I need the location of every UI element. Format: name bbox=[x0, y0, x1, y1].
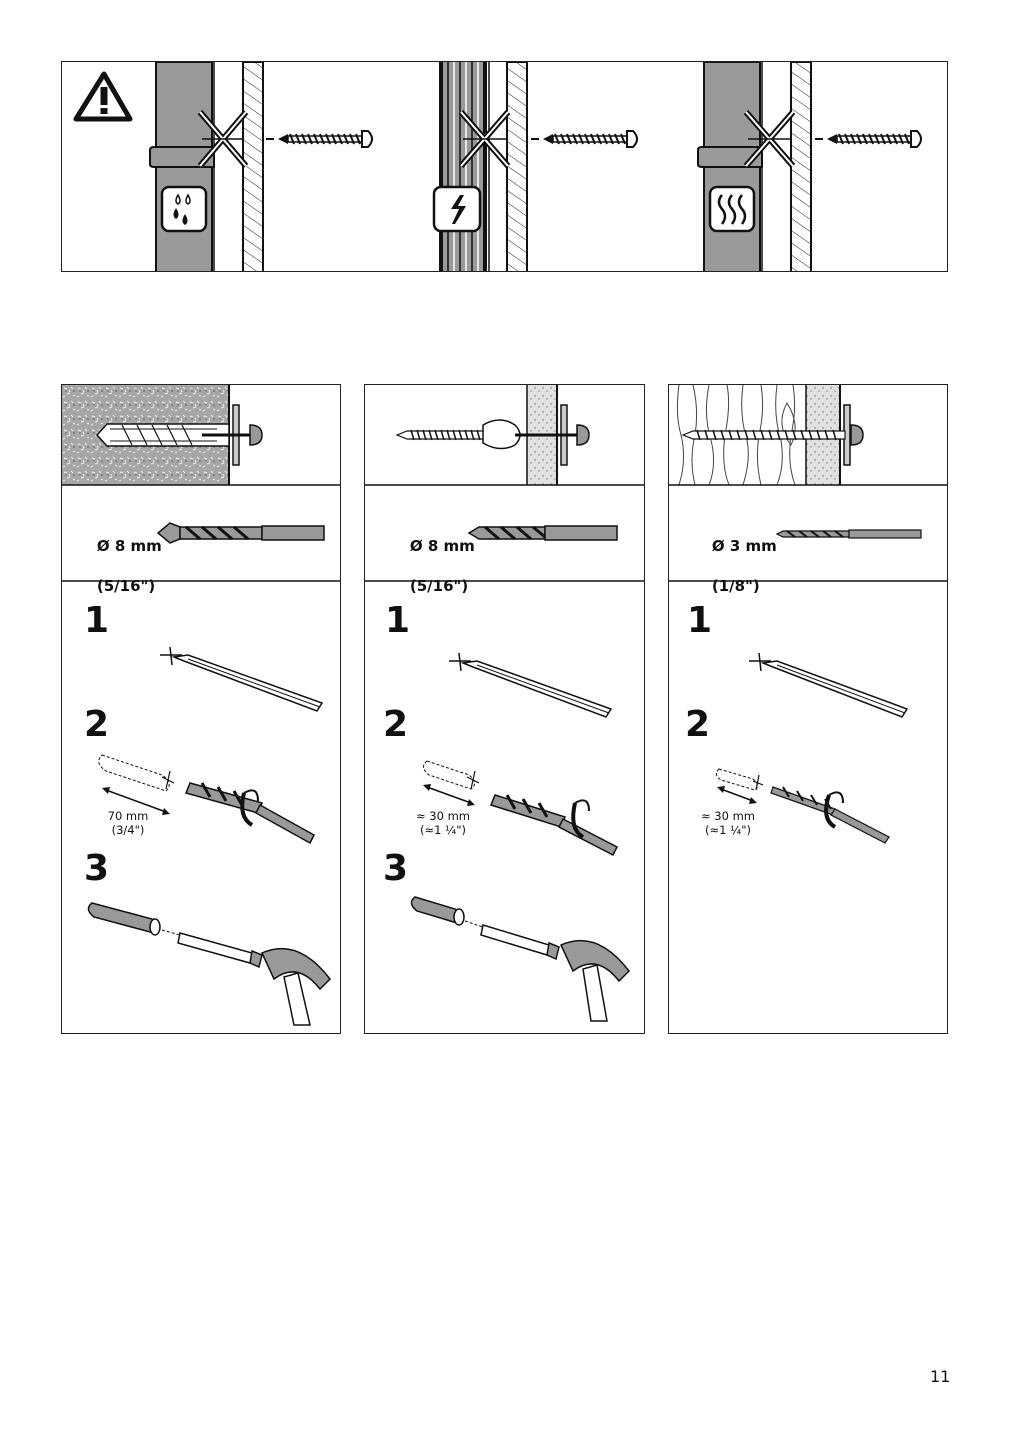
concrete-illustration bbox=[62, 385, 340, 1026]
drill-size-label: Ø 3 mm (1/8") bbox=[691, 516, 777, 616]
step-number-1: 1 bbox=[687, 600, 713, 641]
pencil-icon bbox=[160, 646, 324, 712]
warning-illustration bbox=[73, 62, 922, 271]
step-number-2: 2 bbox=[383, 704, 409, 745]
step-number-3: 3 bbox=[383, 848, 409, 889]
step-number-2: 2 bbox=[685, 704, 711, 745]
drilling-icon bbox=[423, 760, 619, 857]
step-number-2: 2 bbox=[84, 704, 110, 745]
heat-icon bbox=[708, 185, 756, 233]
drill-size-label: Ø 8 mm (5/16") bbox=[76, 516, 162, 616]
hammer-icon bbox=[410, 896, 630, 1022]
drill-depth-metric: ≈ 30 mm bbox=[701, 809, 755, 823]
water-drops-icon bbox=[160, 185, 208, 233]
hammer-icon bbox=[87, 902, 331, 1026]
drill-size-imperial: (1/8") bbox=[711, 577, 760, 595]
plasterboard-illustration bbox=[365, 385, 644, 1022]
water-pipe-section bbox=[149, 62, 373, 271]
electric-cable-section bbox=[432, 62, 638, 271]
drill-bit-icon bbox=[156, 522, 325, 544]
pencil-icon bbox=[749, 652, 909, 718]
screw-icon bbox=[827, 130, 922, 148]
drill-bit-icon bbox=[775, 529, 922, 539]
drill-depth-imperial: (≈1 ¼") bbox=[419, 823, 467, 837]
drill-depth-label: ≈ 30 mm (≈1 ¼") bbox=[683, 809, 773, 837]
step-number-1: 1 bbox=[84, 600, 110, 641]
drill-depth-metric: 70 mm bbox=[107, 809, 149, 823]
instruction-column-wood: Ø 3 mm (1/8") 1 2 ≈ 30 mm (≈1 ¼") bbox=[668, 384, 948, 1034]
drill-size-metric: Ø 8 mm bbox=[409, 537, 475, 555]
instruction-column-concrete: Ø 8 mm (5/16") 1 2 3 70 mm (3/4") bbox=[61, 384, 341, 1034]
drill-size-metric: Ø 8 mm bbox=[96, 537, 162, 555]
screw-icon bbox=[543, 130, 638, 148]
drill-depth-imperial: (≈1 ¼") bbox=[704, 823, 752, 837]
x-mark-icon bbox=[458, 110, 511, 168]
wall-plug-icon bbox=[95, 423, 263, 447]
wood-illustration bbox=[669, 385, 947, 844]
drilling-icon bbox=[98, 754, 315, 845]
step-number-3: 3 bbox=[84, 848, 110, 889]
page-number: 11 bbox=[930, 1367, 951, 1386]
drill-bit-icon bbox=[467, 525, 618, 541]
pencil-icon bbox=[449, 652, 613, 718]
warning-panel bbox=[61, 61, 948, 272]
electricity-icon bbox=[432, 185, 482, 233]
drill-size-label: Ø 8 mm (5/16") bbox=[389, 516, 475, 616]
instruction-column-plasterboard: Ø 8 mm (5/16") 1 2 3 ≈ 30 mm (≈1 ¼") bbox=[364, 384, 645, 1034]
screw-icon bbox=[278, 130, 373, 148]
heating-pipe-section bbox=[697, 62, 922, 271]
x-mark-icon bbox=[743, 110, 796, 168]
drilling-icon bbox=[715, 768, 890, 844]
screw-icon bbox=[681, 424, 864, 446]
drill-depth-label: ≈ 30 mm (≈1 ¼") bbox=[398, 809, 488, 837]
warning-triangle-icon bbox=[73, 71, 133, 122]
drill-depth-metric: ≈ 30 mm bbox=[416, 809, 470, 823]
step-number-1: 1 bbox=[385, 600, 411, 641]
x-mark-icon bbox=[197, 110, 249, 168]
drill-depth-label: 70 mm (3/4") bbox=[83, 809, 173, 837]
drill-size-metric: Ø 3 mm bbox=[711, 537, 777, 555]
drill-size-imperial: (5/16") bbox=[409, 577, 469, 595]
screw-icon bbox=[395, 419, 590, 450]
drill-depth-imperial: (3/4") bbox=[111, 823, 145, 837]
drill-size-imperial: (5/16") bbox=[96, 577, 156, 595]
